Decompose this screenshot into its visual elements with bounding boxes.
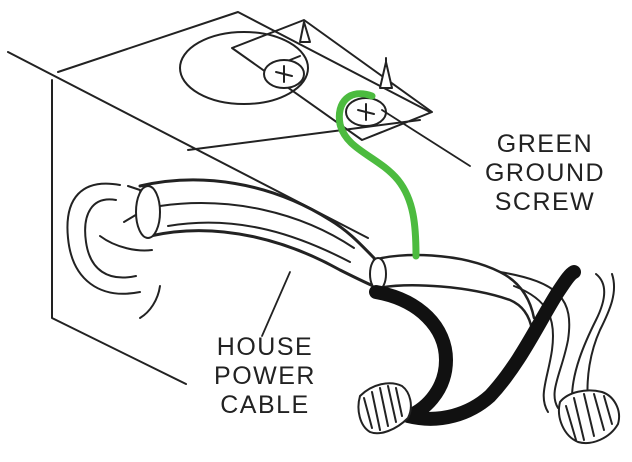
- ground-screw-label-line: GREEN: [496, 130, 594, 158]
- ground-screw-label-line: GROUND: [484, 159, 606, 187]
- terminal-post: [299, 21, 393, 89]
- neutral-wire: [499, 271, 616, 413]
- cable-end: [369, 253, 536, 332]
- appliance-housing: [7, 11, 431, 385]
- power-cable-leader: [261, 271, 291, 337]
- wire-nut: [357, 382, 412, 435]
- hot-wire: [369, 265, 581, 426]
- terminal-screw: [263, 59, 305, 89]
- power-cable-label-line: CABLE: [220, 391, 310, 419]
- ground-wire: [335, 90, 420, 260]
- ground-screw: [345, 97, 387, 127]
- ground-screw-leader: [381, 109, 471, 167]
- power-cable-label-line: HOUSE: [216, 333, 314, 361]
- power-cable-label-line: POWER: [214, 362, 316, 390]
- power-cable-sheath: [135, 178, 380, 290]
- wire-nut: [558, 389, 620, 444]
- ground-screw-label-line: SCREW: [494, 188, 596, 216]
- power-cable-label: HOUSE POWER CABLE: [190, 333, 340, 420]
- ground-screw-label: GREEN GROUND SCREW: [470, 130, 620, 217]
